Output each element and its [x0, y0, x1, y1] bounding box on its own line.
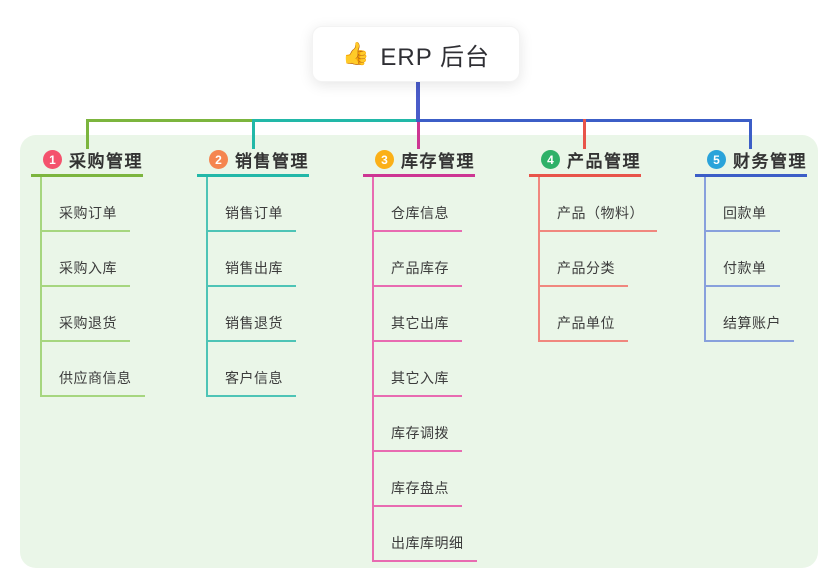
- connector-drop-inventory: [417, 122, 420, 149]
- mindmap-item-node[interactable]: 产品分类: [540, 232, 689, 287]
- mindmap-item-node[interactable]: 出库库明细: [374, 507, 523, 562]
- branch-title-node[interactable]: 5 财务管理: [695, 149, 807, 177]
- branch-title-label: 财务管理: [733, 152, 807, 171]
- connector-drop-finance: [749, 119, 752, 149]
- branch-items-list: 回款单付款单结算账户: [704, 177, 839, 342]
- mindmap-item-label: 产品（物料）: [540, 205, 657, 232]
- mindmap-item-label: 采购订单: [42, 205, 130, 232]
- mindmap-item-label: 回款单: [706, 205, 780, 232]
- mindmap-item-node[interactable]: 其它出库: [374, 287, 523, 342]
- mindmap-item-label: 产品单位: [540, 315, 628, 342]
- mindmap-item-node[interactable]: 产品单位: [540, 287, 689, 342]
- branch-inventory-management: 3 库存管理仓库信息产品库存其它出库其它入库库存调拨库存盘点出库库明细: [363, 149, 523, 562]
- mindmap-item-node[interactable]: 采购退货: [42, 287, 191, 342]
- mindmap-item-node[interactable]: 销售订单: [208, 177, 357, 232]
- mindmap-item-label: 采购退货: [42, 315, 130, 342]
- mindmap-item-node[interactable]: 仓库信息: [374, 177, 523, 232]
- branch-title-label: 采购管理: [69, 152, 143, 171]
- mindmap-item-label: 采购入库: [42, 260, 130, 287]
- mindmap-item-label: 出库库明细: [374, 535, 477, 562]
- branch-items-list: 销售订单销售出库销售退货客户信息: [206, 177, 357, 397]
- mindmap-item-node[interactable]: 客户信息: [208, 342, 357, 397]
- branch-title-label: 产品管理: [567, 152, 641, 171]
- mindmap-item-node[interactable]: 回款单: [706, 177, 839, 232]
- mindmap-item-label: 库存调拨: [374, 425, 462, 452]
- branch-number-badge: 2: [209, 150, 228, 169]
- branch-finance-management: 5 财务管理回款单付款单结算账户: [695, 149, 839, 342]
- mindmap-item-node[interactable]: 结算账户: [706, 287, 839, 342]
- connector-drop-product: [583, 119, 586, 149]
- branch-title-label: 销售管理: [235, 152, 309, 171]
- mindmap-item-label: 产品库存: [374, 260, 462, 287]
- root-node-erp-backend[interactable]: 👍 ERP 后台: [312, 26, 520, 82]
- branch-number-badge: 3: [375, 150, 394, 169]
- mindmap-item-label: 付款单: [706, 260, 780, 287]
- branch-items-list: 仓库信息产品库存其它出库其它入库库存调拨库存盘点出库库明细: [372, 177, 523, 562]
- branch-title-node[interactable]: 3 库存管理: [363, 149, 475, 177]
- mindmap-item-label: 其它入库: [374, 370, 462, 397]
- connector-rail-middle: [253, 119, 418, 122]
- mindmap-item-node[interactable]: 采购入库: [42, 232, 191, 287]
- mindmap-item-label: 其它出库: [374, 315, 462, 342]
- mindmap-item-node[interactable]: 销售出库: [208, 232, 357, 287]
- root-node-title: ERP 后台: [380, 43, 490, 71]
- mindmap-item-label: 供应商信息: [42, 370, 145, 397]
- mindmap-item-node[interactable]: 库存调拨: [374, 397, 523, 452]
- connector-rail-left: [86, 119, 253, 122]
- connector-drop-sales: [252, 119, 255, 149]
- mindmap-item-node[interactable]: 付款单: [706, 232, 839, 287]
- branch-title-node[interactable]: 2 销售管理: [197, 149, 309, 177]
- branch-title-node[interactable]: 4 产品管理: [529, 149, 641, 177]
- mindmap-item-node[interactable]: 库存盘点: [374, 452, 523, 507]
- branch-number-badge: 5: [707, 150, 726, 169]
- branch-title-label: 库存管理: [401, 152, 475, 171]
- mindmap-item-node[interactable]: 销售退货: [208, 287, 357, 342]
- mindmap-item-node[interactable]: 其它入库: [374, 342, 523, 397]
- branch-purchase-management: 1 采购管理采购订单采购入库采购退货供应商信息: [31, 149, 191, 397]
- branch-number-badge: 1: [43, 150, 62, 169]
- branch-number-badge: 4: [541, 150, 560, 169]
- root-connector-stem: [416, 82, 420, 121]
- mindmap-item-node[interactable]: 供应商信息: [42, 342, 191, 397]
- mindmap-item-node[interactable]: 采购订单: [42, 177, 191, 232]
- mindmap-item-label: 销售出库: [208, 260, 296, 287]
- mindmap-item-label: 销售退货: [208, 315, 296, 342]
- mindmap-item-label: 销售订单: [208, 205, 296, 232]
- mindmap-item-label: 库存盘点: [374, 480, 462, 507]
- mindmap-item-label: 仓库信息: [374, 205, 462, 232]
- mindmap-item-label: 客户信息: [208, 370, 296, 397]
- mindmap-item-label: 结算账户: [706, 315, 794, 342]
- mindmap-item-label: 产品分类: [540, 260, 628, 287]
- thumbs-up-icon: 👍: [342, 41, 371, 66]
- branch-title-node[interactable]: 1 采购管理: [31, 149, 143, 177]
- connector-drop-purchase: [86, 119, 89, 149]
- mindmap-background-panel: [20, 135, 818, 568]
- branch-items-list: 产品（物料） 产品分类产品单位: [538, 177, 689, 342]
- branch-product-management: 4 产品管理产品（物料） 产品分类产品单位: [529, 149, 689, 342]
- mindmap-item-node[interactable]: 产品（物料）: [540, 177, 689, 232]
- branch-sales-management: 2 销售管理销售订单销售出库销售退货客户信息: [197, 149, 357, 397]
- mindmap-item-node[interactable]: 产品库存: [374, 232, 523, 287]
- branch-items-list: 采购订单采购入库采购退货供应商信息: [40, 177, 191, 397]
